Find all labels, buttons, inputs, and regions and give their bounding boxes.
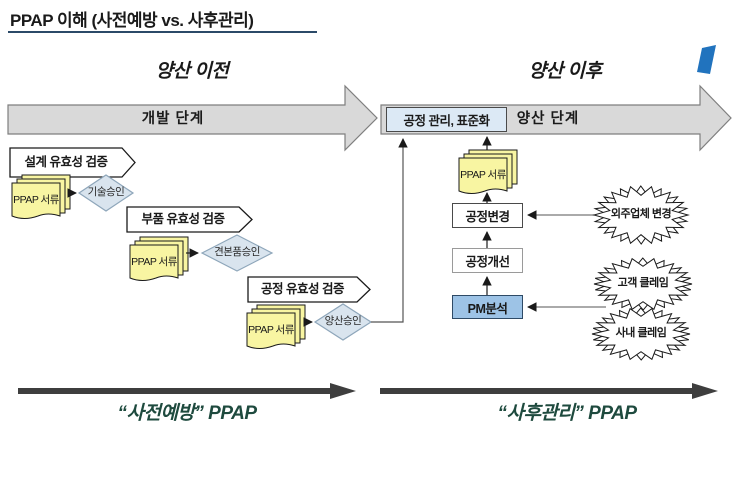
- mass-production-stage-label: 양산 단계: [516, 110, 580, 127]
- title-underline: [8, 31, 317, 33]
- technical-approval-label: 기술승인: [87, 186, 125, 199]
- pm-analysis-box: PM분석: [452, 295, 523, 319]
- customer-claim-label: 고객 클레임: [617, 277, 669, 290]
- development-stage-label: 개발 단계: [141, 110, 205, 127]
- vendor-change-label: 외주업체 변경: [610, 208, 672, 221]
- ppap-documents-label-4: PPAP 서류: [460, 169, 506, 182]
- header-before-mass-production: 양산 이전: [155, 61, 229, 83]
- post-management-summary-arrow: [380, 383, 718, 399]
- design-validation-chevron: [9, 147, 136, 178]
- header-after-mass-production: 양산 이후: [528, 61, 602, 83]
- process-validation-chevron: [247, 276, 371, 303]
- process-validation-label: 공정 유효성 검증: [261, 281, 344, 296]
- ppap-documents-label-2: PPAP 서류: [131, 256, 177, 269]
- connector-approval3-to-control-box: [371, 138, 408, 323]
- sample-approval-label: 견본품승인: [214, 246, 260, 259]
- mass-production-stage-arrow: [380, 84, 732, 152]
- development-stage-arrow: [7, 84, 378, 152]
- sample-approval-diamond: [200, 234, 274, 272]
- ppap-documents-label-1: PPAP 서류: [13, 194, 59, 207]
- customer-claim-starburst: [593, 257, 693, 311]
- part-validation-label: 부품 유효성 검증: [141, 211, 225, 226]
- process-control-standardization-box: 공정 관리, 표준화: [386, 107, 507, 132]
- part-validation-chevron: [126, 206, 253, 233]
- design-validation-label: 설계 유효성 검증: [24, 154, 108, 169]
- process-improvement-box: 공정개선: [452, 248, 523, 273]
- logo-fragment: [697, 45, 716, 74]
- internal-claim-starburst: [591, 307, 691, 361]
- prevention-summary-arrow: [18, 383, 356, 399]
- prevention-ppap-label: “사전예방” PPAP: [117, 403, 257, 425]
- slide-title: PPAP 이해 (사전예방 vs. 사후관리): [10, 11, 254, 30]
- process-change-box: 공정변경: [452, 203, 523, 228]
- vendor-change-starburst: [592, 185, 690, 245]
- ppap-documents-label-3: PPAP 서류: [248, 324, 294, 337]
- post-management-ppap-label: “사후관리” PPAP: [497, 403, 637, 425]
- technical-approval-diamond: [77, 174, 135, 212]
- internal-claim-label: 사내 클레임: [615, 327, 667, 340]
- mass-production-approval-label: 양산승인: [324, 315, 362, 328]
